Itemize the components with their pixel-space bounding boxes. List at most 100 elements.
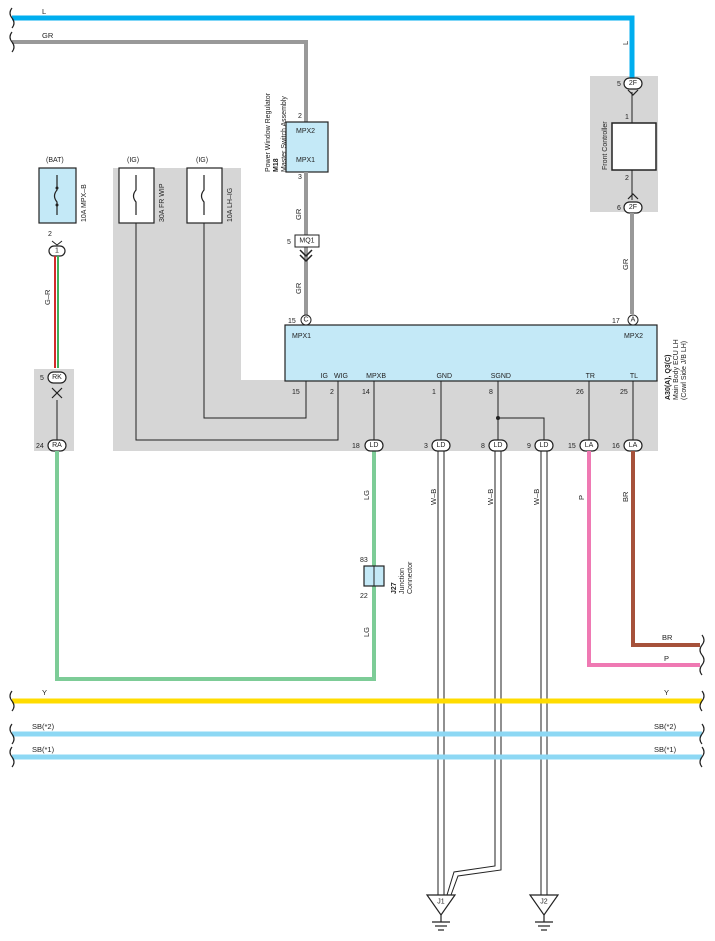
svg-text:26: 26 <box>576 389 584 396</box>
wire-gr-top <box>12 40 308 122</box>
connector-mq1-chevron <box>299 249 313 263</box>
svg-text:6: 6 <box>617 205 621 212</box>
ground-j1: J1 <box>425 894 457 931</box>
wire-gr-right-label: GR <box>621 258 630 270</box>
svg-text:15: 15 <box>288 318 296 325</box>
wire-gr-label-3: GR <box>294 282 303 294</box>
connector-bat: 1 <box>48 240 66 257</box>
wire-sb2-label-right: SB(*2) <box>654 722 677 731</box>
front-controller-box <box>611 122 657 171</box>
break-marks-right-1 <box>699 634 705 676</box>
ecu-mpx2-pin: A 17 <box>612 314 639 326</box>
svg-text:10A LH–IG: 10A LH–IG <box>227 188 234 222</box>
svg-text:A: A <box>631 317 636 324</box>
svg-text:LD: LD <box>370 442 379 449</box>
fuse-ig2: (IG) 10A LH–IG <box>186 157 234 224</box>
ecu-pin-leads <box>373 381 634 440</box>
svg-text:1: 1 <box>55 248 59 255</box>
svg-text:9: 9 <box>527 443 531 450</box>
svg-text:3: 3 <box>424 443 428 450</box>
wire-gr-label-2: GR <box>294 208 303 220</box>
connector-ld-4: LD 9 <box>527 439 554 452</box>
wire-l-label-vertical: L <box>621 41 630 45</box>
svg-text:10A MPX–B: 10A MPX–B <box>81 184 88 222</box>
m18-switch-box <box>285 121 329 173</box>
svg-text:GND: GND <box>436 373 452 380</box>
svg-text:2F: 2F <box>629 204 637 211</box>
svg-text:25: 25 <box>620 389 628 396</box>
wire-lg-loop <box>55 451 376 681</box>
wire-br <box>631 451 700 647</box>
ground-j2: J2 <box>528 894 560 931</box>
svg-text:24: 24 <box>36 443 44 450</box>
main-body-ecu-box <box>284 324 658 382</box>
break-marks-top <box>9 7 15 53</box>
svg-text:(Cowl Side J/B LH): (Cowl Side J/B LH) <box>681 341 688 400</box>
svg-text:RK: RK <box>52 374 62 381</box>
svg-text:15: 15 <box>568 443 576 450</box>
wire-wb-label-2: W–B <box>486 489 495 505</box>
wire-p-end-label: P <box>664 654 669 663</box>
svg-text:C: C <box>303 317 308 324</box>
svg-text:16: 16 <box>612 443 620 450</box>
wire-p <box>587 451 700 667</box>
connector-2f-top: 2F 5 <box>617 77 643 96</box>
svg-text:RA: RA <box>52 442 62 449</box>
wire-g-r <box>54 256 59 368</box>
wire-y-label-left: Y <box>42 688 47 697</box>
wire-wb-1 <box>437 451 445 895</box>
svg-text:83: 83 <box>360 557 368 564</box>
svg-text:Main Body ECU LH: Main Body ECU LH <box>673 339 680 400</box>
svg-text:J2: J2 <box>540 899 548 906</box>
wire-wb-label-1: W–B <box>429 489 438 505</box>
wire-g-r-label: G–R <box>43 289 52 305</box>
svg-text:LD: LD <box>437 442 446 449</box>
svg-text:LD: LD <box>494 442 503 449</box>
svg-text:IG: IG <box>321 373 328 380</box>
j27-junction-connector: 83 22 J27 Junction Connector <box>360 557 414 600</box>
ecu-mpx1-pin: C 15 <box>288 314 312 326</box>
svg-text:2F: 2F <box>629 80 637 87</box>
svg-text:Junction: Junction <box>399 568 406 594</box>
svg-text:Connector: Connector <box>407 561 414 594</box>
wire-sb1-label-left: SB(*1) <box>32 745 55 754</box>
front-controller-name: Front Controller <box>602 121 609 170</box>
wire-br-end-label: BR <box>662 633 673 642</box>
svg-text:17: 17 <box>612 318 620 325</box>
svg-text:15: 15 <box>292 389 300 396</box>
svg-text:2: 2 <box>330 389 334 396</box>
svg-text:WIG: WIG <box>334 373 348 380</box>
svg-text:LD: LD <box>540 442 549 449</box>
wire-lg-label-2: LG <box>362 627 371 637</box>
ecu-terminals: IG WIG MPXB GND SGND TR TL 15 2 14 1 8 2… <box>292 373 638 396</box>
svg-text:(IG): (IG) <box>127 157 139 164</box>
connector-mq1-label: MQ1 <box>299 238 314 245</box>
connector-mq1 <box>294 234 320 248</box>
main-ecu-label: A30(A), Q3(C) Main Body ECU LH (Cowl Sid… <box>665 339 688 400</box>
svg-text:SGND: SGND <box>491 373 511 380</box>
wire-y-label-right: Y <box>664 688 669 697</box>
fuse-ig1: (IG) 30A FR WIP <box>118 157 166 224</box>
m18-mpx2: MPX2 <box>296 128 315 135</box>
front-controller-pin-bottom: 2 <box>625 175 629 182</box>
wire-lg-label: LG <box>362 490 371 500</box>
svg-text:30A FR WIP: 30A FR WIP <box>159 183 166 222</box>
svg-text:5: 5 <box>617 81 621 88</box>
wire-ig-wip <box>135 223 339 441</box>
break-marks-buses <box>9 690 705 768</box>
svg-text:TR: TR <box>586 373 595 380</box>
wire-wb-3 <box>540 451 548 895</box>
svg-text:LA: LA <box>629 442 638 449</box>
svg-text:5: 5 <box>40 375 44 382</box>
wire-l <box>12 15 635 80</box>
connector-mq1-pin: 5 <box>287 239 291 246</box>
svg-text:8: 8 <box>489 389 493 396</box>
connector-ld-3: LD 8 <box>481 439 508 452</box>
svg-text:TL: TL <box>630 373 638 380</box>
m18-pin-bottom: 3 <box>298 174 302 181</box>
ecu-mpx2: MPX2 <box>624 333 643 340</box>
svg-text:J27: J27 <box>391 582 398 594</box>
fuse-bat: (BAT) 10A MPX–B 2 <box>38 157 88 238</box>
svg-text:Master Switch Assembly: Master Switch Assembly <box>281 96 288 172</box>
